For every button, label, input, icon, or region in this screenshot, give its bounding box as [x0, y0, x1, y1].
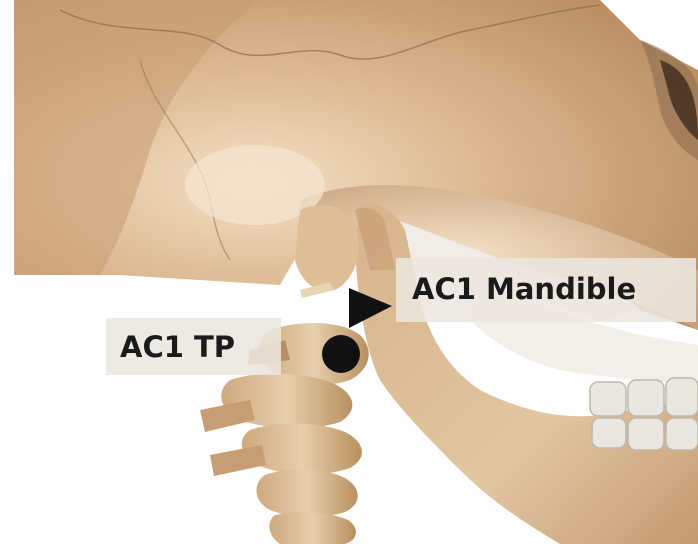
circle-marker: [322, 335, 360, 373]
triangle-marker: [349, 288, 392, 328]
